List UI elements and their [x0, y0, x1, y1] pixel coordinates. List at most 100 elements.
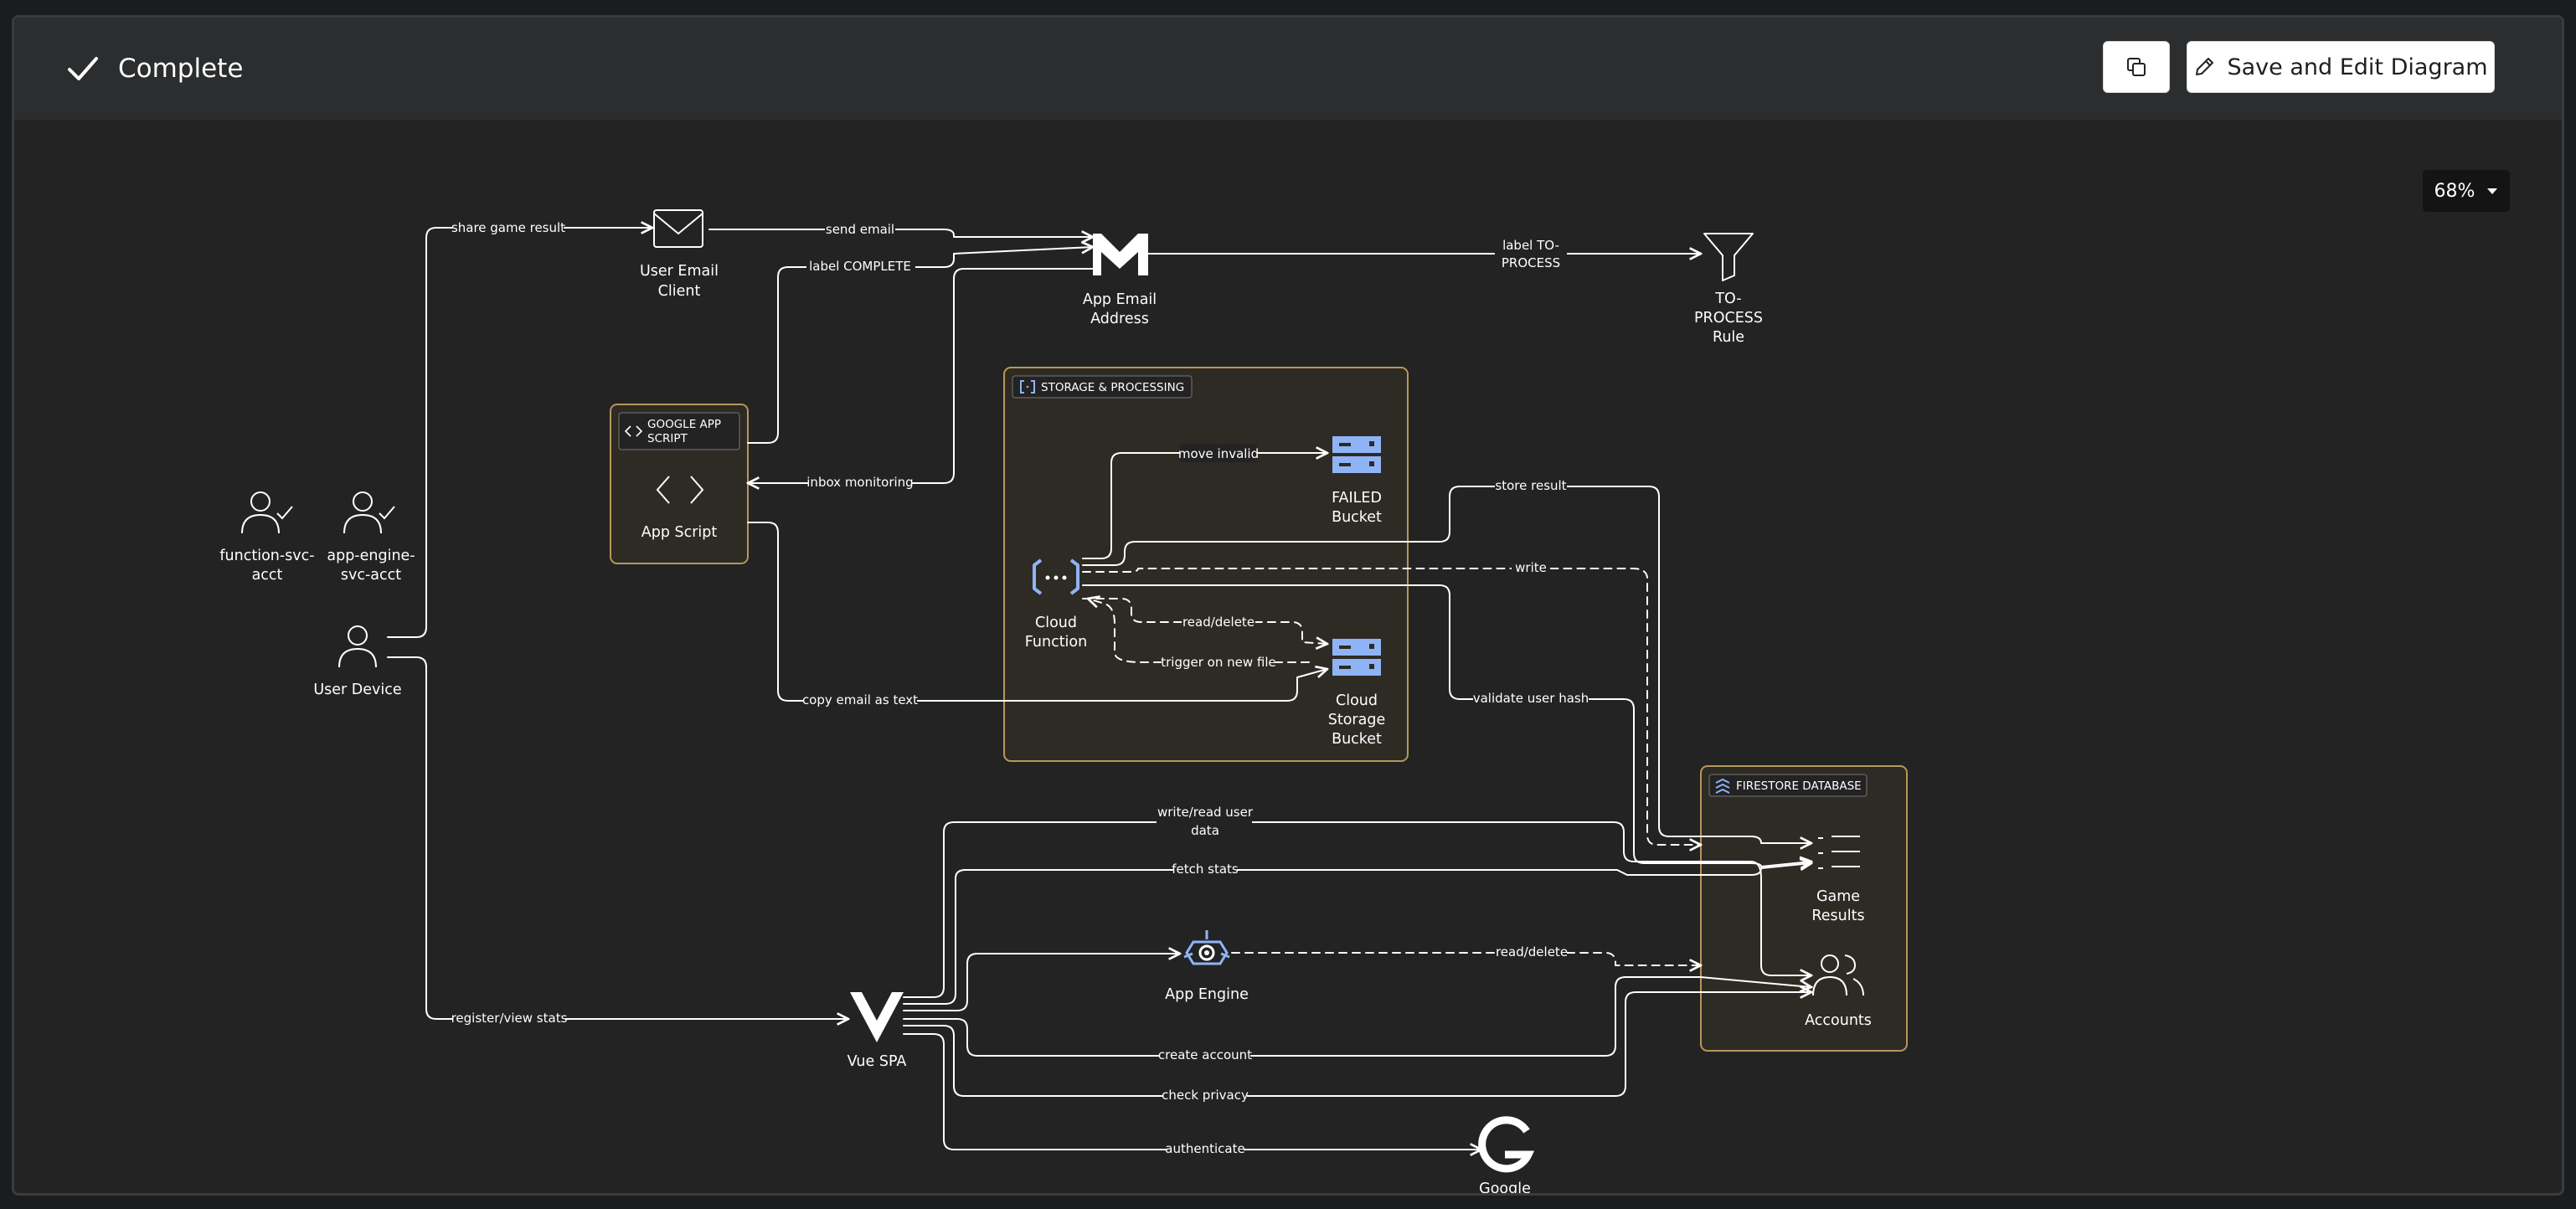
edge-move-invalid[interactable] — [1082, 453, 1327, 559]
node-app-email-address[interactable]: App Email Address — [1083, 234, 1157, 327]
edge-trigger-new-file[interactable] — [1088, 599, 1310, 663]
envelope-icon — [653, 209, 703, 248]
save-and-edit-label: Save and Edit Diagram — [2227, 54, 2488, 80]
gmail-icon — [1093, 234, 1148, 275]
app-engine-icon — [1183, 930, 1230, 965]
edge-read-delete-fs[interactable] — [1231, 952, 1701, 965]
edge-label: label COMPLETE — [809, 259, 911, 274]
edge-label: validate user hash — [1473, 691, 1589, 706]
group-google-app-script[interactable]: GOOGLE APP SCRIPT — [610, 404, 749, 564]
node-label: Results — [1811, 908, 1864, 924]
node-game-results[interactable]: Game Results — [1811, 836, 1865, 924]
user-icon — [338, 625, 377, 668]
group-label: FIRESTORE DATABASE — [1736, 779, 1862, 793]
edge-label: copy email as text — [802, 692, 918, 707]
bracket-icon — [1020, 380, 1035, 394]
edge-label: check privacy — [1162, 1088, 1249, 1103]
node-failed-bucket[interactable]: FAILED Bucket — [1332, 436, 1382, 526]
group-label: SCRIPT — [647, 432, 688, 445]
edge-share-game-result[interactable] — [387, 228, 652, 638]
node-label: function-svc- — [219, 548, 314, 564]
node-label: User Device — [313, 682, 401, 698]
node-label: Bucket — [1332, 731, 1382, 748]
edge-label: write — [1515, 560, 1547, 575]
zoom-dropdown[interactable]: 68% — [2423, 170, 2510, 212]
edge-label: create account — [1158, 1047, 1252, 1062]
node-label: Cloud — [1336, 692, 1378, 709]
edge-label: read/delete — [1496, 944, 1568, 959]
edge-check-privacy[interactable] — [903, 992, 1811, 1097]
edge-authenticate[interactable] — [903, 1033, 1481, 1150]
node-label: Address — [1090, 311, 1149, 327]
edges — [387, 228, 1811, 1150]
node-label: PROCESS — [1694, 310, 1763, 327]
node-label: app-engine- — [327, 548, 415, 564]
code-brackets-icon — [656, 476, 704, 504]
code-icon — [624, 425, 643, 437]
edge-label: send email — [826, 222, 894, 237]
edge-label: inbox monitoring — [806, 475, 913, 490]
node-app-engine-svc-acct[interactable]: app-engine- svc-acct — [327, 491, 415, 584]
node-function-svc-acct[interactable]: function-svc- acct — [219, 491, 315, 584]
node-label: App Script — [641, 524, 718, 541]
node-label: Function — [1025, 634, 1087, 651]
edge-validate-hash[interactable] — [1082, 584, 1811, 867]
node-label: Accounts — [1805, 1012, 1872, 1029]
group-firestore-database[interactable]: FIRESTORE DATABASE — [1700, 765, 1908, 1052]
edge-label: data — [1191, 823, 1219, 838]
edge-label: move invalid — [1178, 446, 1259, 461]
node-user-device[interactable]: User Device — [313, 625, 402, 698]
node-label: Google — [1479, 1181, 1531, 1193]
edge-register-view[interactable] — [387, 656, 848, 1019]
node-google[interactable]: Google — [1478, 1116, 1535, 1193]
edge-write[interactable] — [1082, 568, 1701, 845]
node-cloud-storage-bucket[interactable]: Cloud Storage Bucket — [1328, 639, 1385, 748]
edge-send-email[interactable] — [708, 229, 1093, 237]
node-app-script[interactable]: App Script — [641, 476, 718, 541]
edge-write-read-user[interactable] — [903, 821, 1811, 998]
edge-label: share game result — [451, 220, 565, 235]
node-label: acct — [252, 567, 283, 584]
copy-icon — [2127, 58, 2146, 76]
node-user-email-client[interactable]: User Email Client — [640, 209, 719, 300]
users-icon — [1812, 954, 1864, 996]
copy-button[interactable] — [2103, 41, 2170, 93]
node-accounts[interactable]: Accounts — [1805, 954, 1872, 1029]
node-label: Bucket — [1332, 509, 1382, 526]
node-to-process-rule[interactable]: TO- PROCESS Rule — [1694, 233, 1763, 346]
service-account-icon — [241, 491, 293, 534]
edge-fetch-stats[interactable] — [903, 863, 1811, 1005]
node-vue-spa[interactable]: Vue SPA — [848, 992, 907, 1070]
checkmark-icon — [68, 57, 98, 80]
node-cloud-function[interactable]: Cloud Function — [1025, 558, 1087, 651]
edge-label: store result — [1495, 478, 1566, 493]
zoom-level: 68% — [2434, 180, 2476, 202]
edge-label-complete[interactable] — [747, 247, 1093, 444]
google-icon — [1478, 1116, 1535, 1173]
status-indicator: Complete — [66, 44, 243, 93]
save-and-edit-button[interactable]: Save and Edit Diagram — [2187, 41, 2495, 93]
top-bar: Complete Save and Edit Diagram — [14, 18, 2562, 120]
edge-inbox-monitoring[interactable] — [748, 268, 1094, 483]
node-label: Client — [658, 283, 701, 300]
pencil-icon — [2196, 58, 2214, 75]
node-label: App Email — [1083, 291, 1157, 308]
edge-label: authenticate — [1165, 1141, 1244, 1156]
edge-app-engine[interactable] — [903, 954, 1180, 1011]
edge-label: write/read user — [1157, 805, 1254, 820]
node-label: Vue SPA — [848, 1053, 907, 1070]
bucket-icon — [1332, 639, 1381, 676]
edge-read-delete-storage[interactable] — [1082, 598, 1327, 644]
edge-label: fetch stats — [1172, 862, 1239, 877]
edge-copy-email[interactable] — [747, 522, 1327, 702]
filter-icon — [1703, 233, 1754, 281]
edge-label: register/view stats — [451, 1011, 568, 1026]
edge-label: label TO- — [1502, 238, 1559, 253]
list-icon — [1818, 836, 1860, 869]
node-app-engine[interactable]: App Engine — [1165, 930, 1249, 1003]
node-label: Rule — [1713, 329, 1744, 346]
architecture-diagram[interactable]: GOOGLE APP SCRIPT STORAGE & PROCESSING F… — [14, 18, 2562, 1193]
edge-create-account[interactable] — [903, 976, 1811, 1057]
node-label: svc-acct — [341, 567, 401, 584]
edge-store-result[interactable] — [1082, 486, 1811, 843]
